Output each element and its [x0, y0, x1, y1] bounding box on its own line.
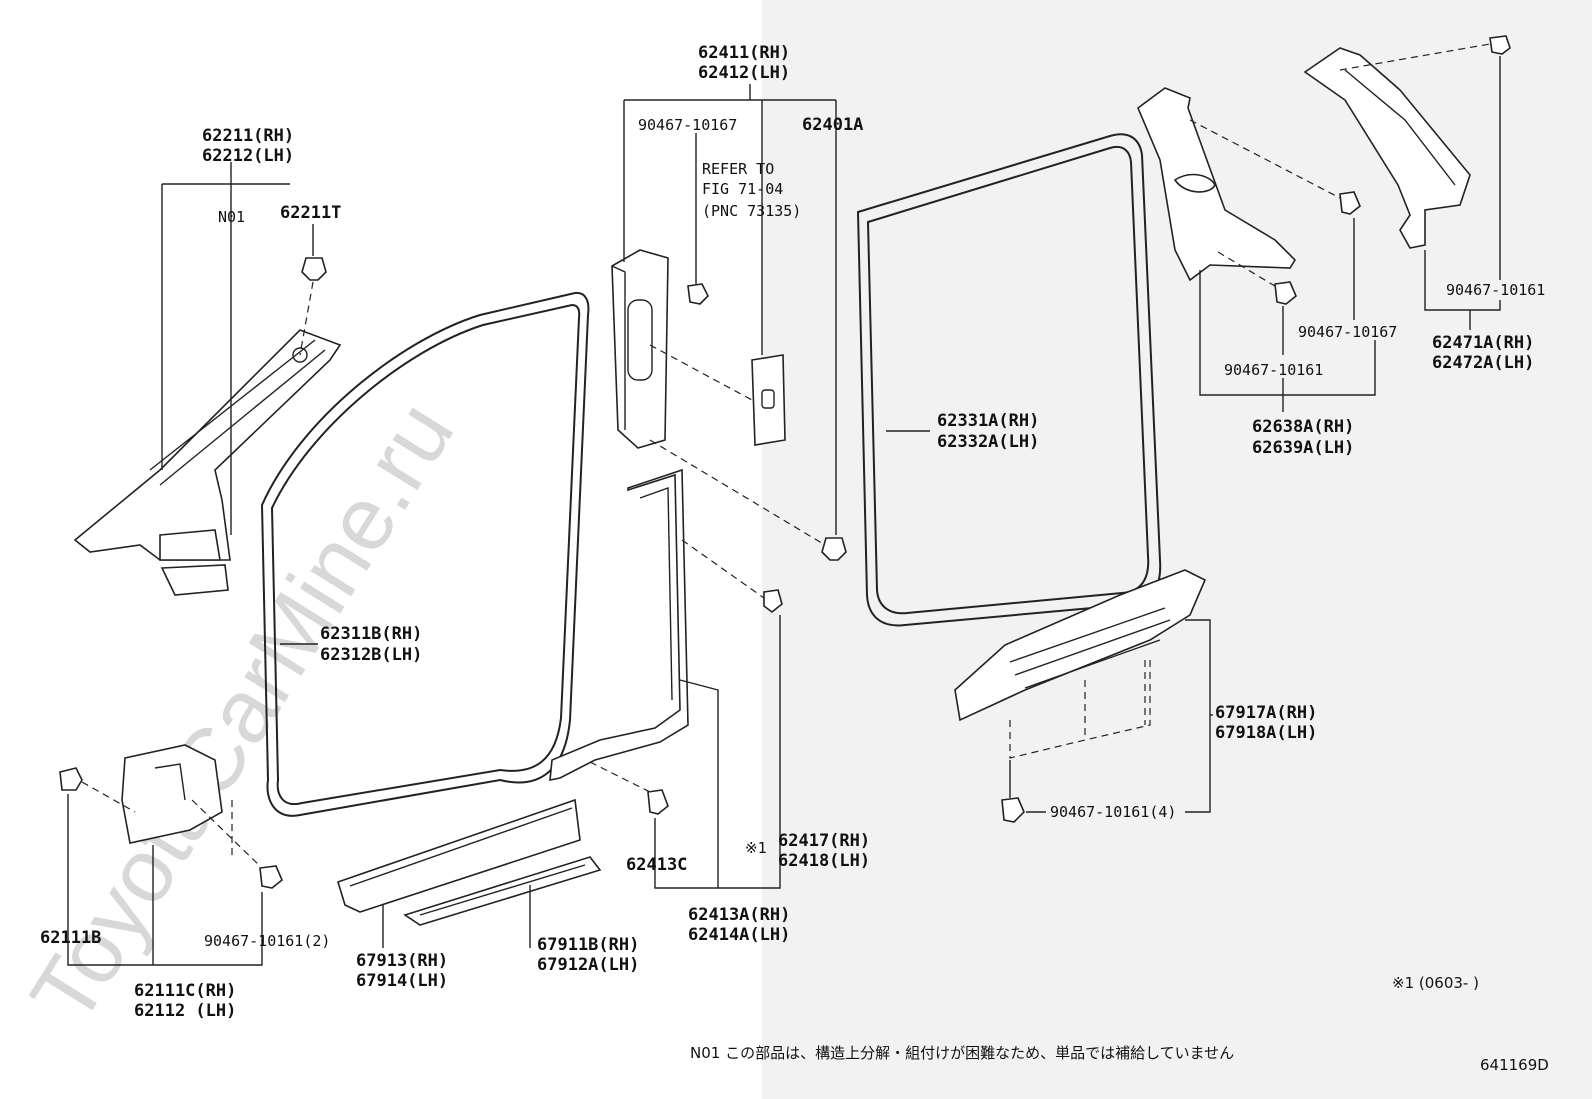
- label-67917a: 67917A(RH): [1215, 703, 1317, 723]
- label-90467-10167-a: 90467-10167: [638, 116, 737, 134]
- label-62211: 62211(RH): [202, 126, 294, 146]
- label-62417: 62417(RH): [778, 831, 870, 851]
- label-62638a: 62638A(RH): [1252, 417, 1354, 437]
- a-pillar-garnish: [73, 329, 342, 596]
- label-62401a: 62401A: [802, 115, 863, 135]
- label-62331a: 62331A(RH): [937, 411, 1039, 431]
- label-62312b: 62312B(LH): [320, 645, 422, 665]
- label-67911b: 67911B(RH): [537, 935, 639, 955]
- label-90467-10167-b: 90467-10167: [1298, 323, 1397, 341]
- label-67912a: 67912A(LH): [537, 955, 639, 975]
- label-62414a: 62414A(LH): [688, 925, 790, 945]
- cowl-side-trim: [121, 744, 223, 844]
- clip-62111b: [59, 767, 83, 791]
- label-67918a: 67918A(LH): [1215, 723, 1317, 743]
- scuff-plate-67913: [337, 798, 581, 913]
- refer-line-2: FIG 71-04: [702, 180, 783, 198]
- label-62211t: 62211T: [280, 203, 341, 223]
- figure-id: 641169D: [1480, 1056, 1549, 1074]
- label-62212: 62212(LH): [202, 146, 294, 166]
- label-star1: ※1: [745, 839, 767, 857]
- label-62112: 62112 (LH): [134, 1001, 236, 1021]
- clip-90467-10161-a: [1274, 281, 1297, 305]
- footnote-star1: ※1 (0603- ): [1392, 974, 1479, 992]
- label-90467-10161-2: 90467-10161(2): [204, 932, 330, 950]
- label-62412: 62412(LH): [698, 63, 790, 83]
- label-n01: N01: [218, 208, 245, 226]
- clip-90467-10161-4: [1001, 797, 1025, 823]
- label-67913: 67913(RH): [356, 951, 448, 971]
- clip-90467-10167-b: [1339, 191, 1361, 215]
- quarter-pillar-garnish: [1137, 87, 1297, 282]
- label-62418: 62418(LH): [778, 851, 870, 871]
- clip-90467-10167-upper: [687, 283, 709, 305]
- clip-90467-10161-2: [259, 865, 283, 889]
- label-90467-10161-4: 90467-10161(4): [1050, 803, 1176, 821]
- center-pillar-upper-garnish: [611, 249, 669, 449]
- label-62413c: 62413C: [626, 855, 687, 875]
- clip-62413c: [647, 789, 669, 815]
- label-62111b: 62111B: [40, 928, 101, 948]
- center-pillar-lower-garnish: [549, 468, 689, 781]
- label-62332a: 62332A(LH): [937, 432, 1039, 452]
- clip-62211t: [301, 257, 327, 281]
- scuff-plate-67911b: [403, 856, 602, 926]
- clip-62401a: [821, 537, 847, 561]
- label-62411: 62411(RH): [698, 43, 790, 63]
- refer-line-3: (PNC 73135): [702, 202, 801, 220]
- label-62472a: 62472A(LH): [1432, 353, 1534, 373]
- rear-door-weatherstrip: [856, 133, 1162, 627]
- clip-62417: [763, 589, 783, 614]
- label-62471a: 62471A(RH): [1432, 333, 1534, 353]
- label-67914: 67914(LH): [356, 971, 448, 991]
- label-62311b: 62311B(RH): [320, 624, 422, 644]
- rear-scuff-plate: [954, 569, 1207, 722]
- label-62639a: 62639A(LH): [1252, 438, 1354, 458]
- refer-line-1: REFER TO: [702, 160, 774, 178]
- label-90467-10161-b: 90467-10161: [1446, 281, 1545, 299]
- label-62111c: 62111C(RH): [134, 981, 236, 1001]
- label-90467-10161-a: 90467-10161: [1224, 361, 1323, 379]
- label-62413a: 62413A(RH): [688, 905, 790, 925]
- upper-quarter-garnish: [1303, 47, 1471, 249]
- front-door-weatherstrip: [260, 291, 590, 817]
- note-n01: N01 この部品は、構造上分解・組付けが困難なため、単品では補給していません: [690, 1044, 1234, 1062]
- refer-plate: [751, 354, 786, 446]
- clip-90467-10161-b: [1489, 35, 1511, 55]
